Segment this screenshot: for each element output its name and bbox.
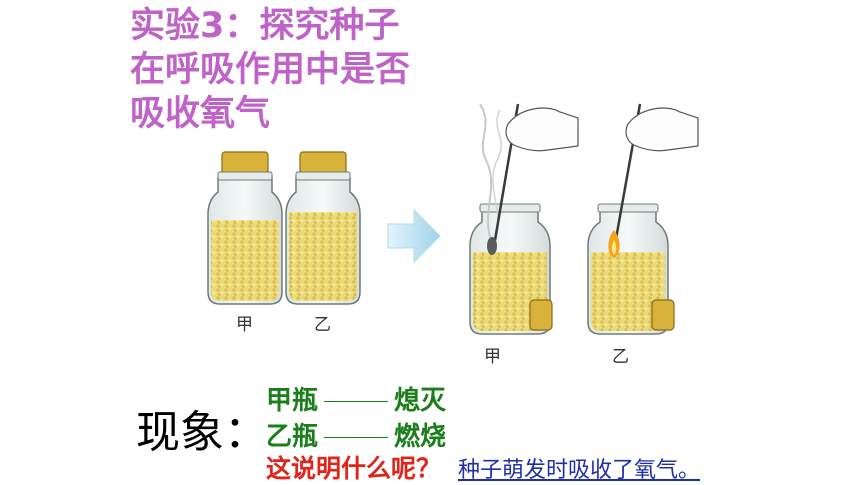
- title-line-1: 实验3：探究种子: [130, 6, 400, 46]
- observation-line-2: 乙瓶 燃烧: [266, 416, 446, 453]
- answer-text: 种子萌发时吸收了氧气。: [458, 458, 701, 483]
- question-text: 这说明什么呢？: [266, 454, 442, 483]
- jar-a-open: [469, 103, 579, 335]
- hand-icon: [625, 107, 699, 152]
- phenomenon-label: 现象：: [136, 407, 268, 458]
- bottle-a-name: 甲瓶: [266, 386, 319, 416]
- jar-a-label: 甲: [236, 315, 253, 335]
- bottle-a-result: 熄灭: [394, 386, 447, 416]
- jar-b-label-right: 乙: [612, 347, 629, 367]
- title-line-2: 在呼吸作用中是否: [130, 50, 411, 90]
- cork-icon: [529, 299, 553, 331]
- bottle-b-result: 燃烧: [394, 422, 447, 452]
- hand-icon: [505, 107, 579, 152]
- bottle-b-name: 乙瓶: [266, 422, 319, 452]
- dash-divider: [324, 401, 389, 402]
- slide-title: 实验3：探究种子 在呼吸作用中是否 吸收氧气: [130, 4, 410, 136]
- dash-divider: [324, 437, 389, 438]
- cork-icon: [221, 151, 269, 175]
- jar-b-label: 乙: [314, 315, 331, 335]
- jar-a-label-right: 甲: [484, 347, 501, 367]
- right-arrow-icon: [387, 208, 441, 264]
- title-line-3: 吸收氧气: [130, 94, 271, 134]
- jar-a-corked: [207, 151, 283, 305]
- jar-b-corked: [285, 151, 361, 305]
- cork-icon: [299, 151, 347, 175]
- jar-b-open: [587, 103, 699, 335]
- cork-icon: [651, 299, 675, 331]
- observation-line-1: 甲瓶 熄灭: [266, 380, 446, 417]
